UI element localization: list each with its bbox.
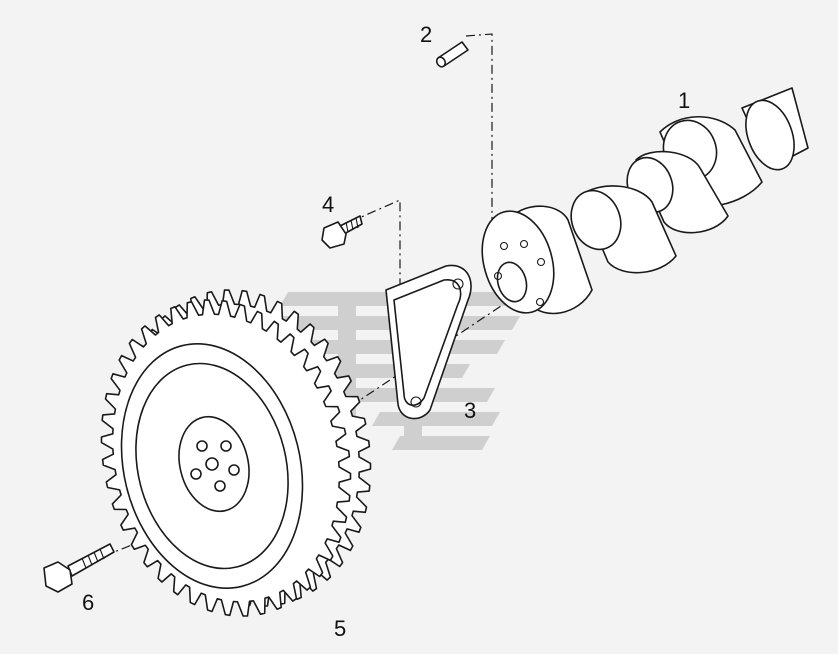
plate-bolt — [321, 215, 363, 249]
callout-cam-gear: 5 — [334, 616, 346, 641]
cam-gear — [100, 289, 372, 617]
callout-thrust-plate: 3 — [464, 398, 476, 423]
dowel-pin — [435, 41, 469, 68]
gear-bolt — [43, 543, 115, 593]
axis-line — [239, 299, 511, 481]
callout-plate-bolt: 4 — [322, 192, 334, 217]
camshaft — [481, 87, 809, 315]
bolt4-assembly-line — [349, 199, 401, 290]
thrust-plate — [385, 264, 472, 420]
callout-dowel-pin: 2 — [420, 22, 432, 47]
callout-camshaft: 1 — [678, 88, 690, 113]
callout-gear-bolt: 6 — [82, 590, 94, 615]
pin-assembly-line — [465, 33, 493, 238]
